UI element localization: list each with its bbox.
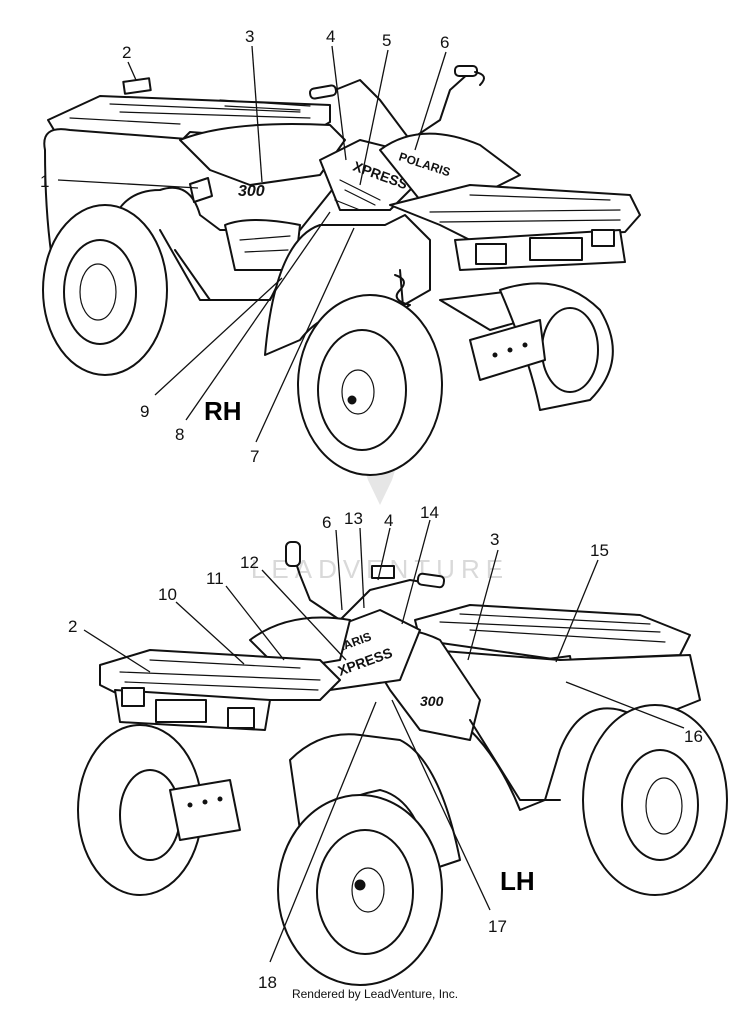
- callout-9: 9: [140, 402, 149, 421]
- callout-8: 8: [175, 425, 184, 444]
- callout-12: 12: [240, 553, 259, 572]
- callout-14: 14: [420, 503, 439, 522]
- callout-18: 18: [258, 973, 277, 992]
- callout-3-lh: 3: [490, 530, 499, 549]
- callout-11: 11: [206, 569, 224, 588]
- callout-4-lh: 4: [384, 511, 393, 530]
- callout-6: 6: [440, 33, 449, 52]
- callout-2-lh: 2: [68, 617, 77, 636]
- callout-4: 4: [326, 27, 335, 46]
- callout-1: 1: [40, 172, 49, 191]
- view-label-rh: RH: [204, 396, 242, 426]
- footer-credit: Rendered by LeadVenture, Inc.: [291, 987, 459, 1001]
- callout-5: 5: [382, 31, 391, 50]
- view-label-lh: LH: [500, 866, 535, 896]
- callout-15: 15: [590, 541, 609, 560]
- callout-3: 3: [245, 27, 254, 46]
- callout-2: 2: [122, 43, 131, 62]
- rh-callout-leaders: [57, 45, 447, 443]
- lh-callout-leaders: [83, 519, 685, 963]
- decal-300-lh: 300: [420, 693, 444, 709]
- callout-16: 16: [684, 727, 703, 746]
- callout-7: 7: [250, 447, 259, 466]
- atv-rh-view: 300 XPRESS POLARIS: [42, 65, 641, 476]
- rh-callouts: 1 2 3 4 5 6 7 8 9: [40, 27, 449, 466]
- decal-300-rh: 300: [238, 183, 265, 200]
- atv-lh-view: 300 POLARIS XPRESS: [77, 541, 728, 986]
- callout-6-lh: 6: [322, 513, 331, 532]
- callout-13: 13: [344, 509, 363, 528]
- lh-callouts: 2 3 4 6 10 11 12 13 14 15 16 17 18: [68, 503, 703, 992]
- callout-10: 10: [158, 585, 177, 604]
- callout-17: 17: [488, 917, 507, 936]
